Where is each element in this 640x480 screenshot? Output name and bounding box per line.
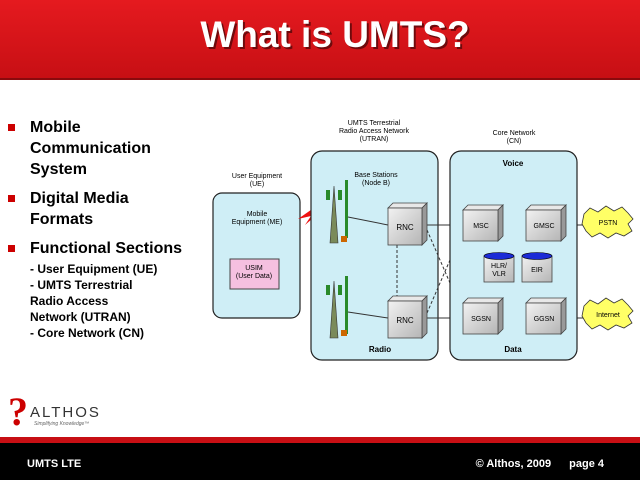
rnc-bottom-box [387,295,428,339]
eir-label: EIR [531,267,543,274]
bullet-text: Digital Media Formats [30,190,129,228]
bullet-item: Mobile Communication System [8,117,218,180]
bullet-list: Mobile Communication System Digital Medi… [8,117,218,341]
ggsn-box [525,297,567,335]
diagram-text-line: Mobile [247,211,268,218]
rnc-top-label: RNC [396,223,414,232]
bullet-square-icon [8,124,15,131]
hlr-vlr-database [483,252,515,283]
althos-logo-icon: ? [8,389,28,434]
diagram-text-line: (UE) [250,181,264,188]
gmsc-box [525,204,567,242]
title-bar: What is UMTS? [0,0,640,80]
ue-header: User Equipment(UE) [232,173,282,188]
rnc-bottom-label: RNC [396,316,414,325]
diagram-text-line: (CN) [507,138,522,145]
usim-box [229,258,280,290]
hlr-vlr-label: HLR/VLR [491,263,507,278]
pstn-label: PSTN [599,220,618,227]
usim-label: USIM(User Data) [236,265,272,280]
ggsn-label: GGSN [534,316,555,323]
diagram-text-line: VLR [492,271,506,278]
diagram-text-line: User Equipment [232,173,282,180]
footer-copyright: © Althos, 2009 [475,458,552,470]
logo-name: ALTHOS [30,404,101,421]
page-number: page 4 [569,458,604,470]
bullet-item: Functional Sections [8,238,218,259]
voice-label: Voice [503,159,524,168]
rnc-top-box [387,202,428,246]
cn-header: Core Network(CN) [493,130,536,145]
bullet-text: Functional Sections [30,240,183,257]
sub-bullet: - User Equipment (UE) [30,262,158,276]
radio-label: Radio [369,345,391,354]
footer-title: UMTS LTE [27,458,82,470]
althos-logo: ? ALTHOS Simplifying Knowledge™ [8,389,138,434]
diagram-text-line: Base Stations [354,172,398,179]
footer-accent [0,437,640,443]
internet-cloud [581,297,634,331]
base-stations-label: Base Stations(Node B) [354,172,398,187]
diagram-text-line: UMTS Terrestrial [348,120,401,127]
diagram-text-line: (Node B) [362,180,390,187]
diagram-text-line: HLR/ [491,263,507,270]
sgsn-label: SGSN [471,316,491,323]
data-label: Data [504,345,522,354]
footer-right: © Althos, 2009 page 4 [476,458,604,470]
sub-bullet: - UMTS Terrestrial Radio Access Network … [30,278,133,324]
pstn-cloud [581,205,634,239]
diagram-text-line: USIM [245,265,263,272]
diagram-text-line: Equipment (ME) [232,219,283,226]
msc-box [462,204,504,242]
diagram-text-line: Radio Access Network [339,128,410,135]
bullet-square-icon [8,245,15,252]
sub-bullet: - Core Network (CN) [30,326,145,340]
sgsn-box [462,297,504,335]
diagram-text-line: Core Network [493,130,536,137]
gmsc-label: GMSC [534,223,555,230]
diagram-text-line: (User Data) [236,273,272,280]
logo-tagline: Simplifying Knowledge™ [34,421,90,427]
sub-bullet-list: - User Equipment (UE) - UMTS Terrestrial… [8,261,218,341]
bullet-text: Mobile Communication System [30,119,151,178]
eir-database [521,252,553,283]
base-station-tower-icon [326,180,348,244]
bullet-item: Digital Media Formats [8,188,218,230]
diagram-text-line: (UTRAN) [360,136,389,143]
footer: UMTS LTE © Althos, 2009 page 4 [0,443,640,480]
internet-label: Internet [596,312,620,319]
page-title: What is UMTS? [200,14,470,55]
base-station-tower-icon [326,276,348,339]
bullet-square-icon [8,195,15,202]
msc-label: MSC [473,223,489,230]
